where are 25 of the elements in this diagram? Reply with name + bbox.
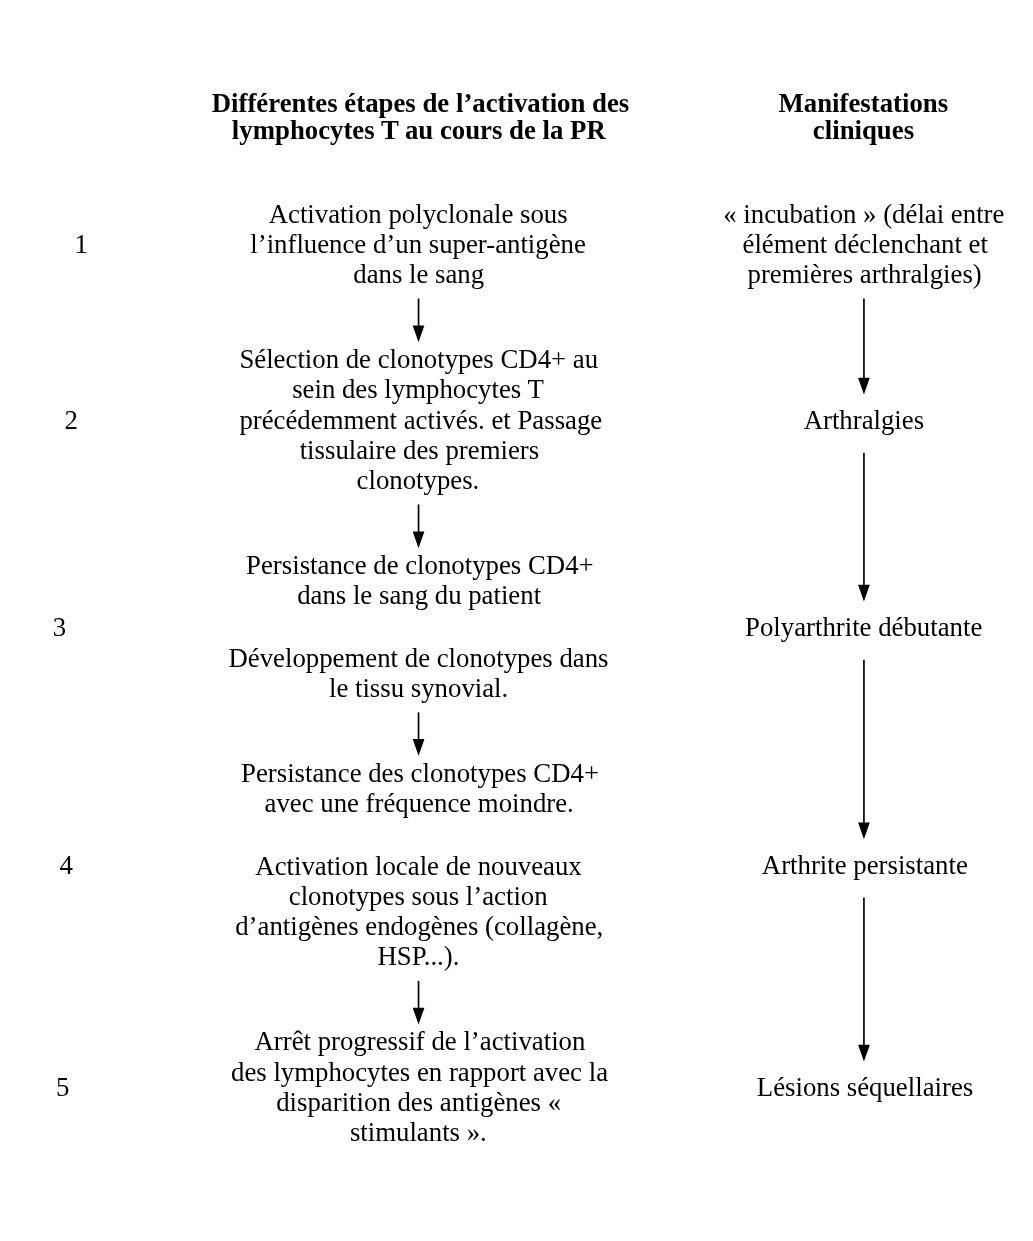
label: Différentes étapes de l’activation des lymphocytes T au cours de la PR <box>211 87 630 145</box>
arrow <box>412 711 425 756</box>
node-text: Arthrite persistante <box>761 849 968 880</box>
arrow <box>858 896 870 1062</box>
label: 1 <box>74 228 88 259</box>
arrow <box>412 297 425 342</box>
arrow <box>412 503 425 548</box>
node-text: Persistance de clonotypes CD4+ dans le sang du patient Développement de clonotypes dans le tissu synovial. <box>228 549 609 703</box>
arrow <box>858 451 870 601</box>
node-text: Polyarthrite débutante <box>745 611 983 642</box>
node-text: Sélection de clonotypes CD4+ au sein des lymphocytes T précédemment activés. et Passage tissulaire des premiers clonotypes. <box>239 343 603 495</box>
arrow <box>858 297 870 394</box>
node-text: Activation polyclonale sous l’influence d’un super-antigène dans le sang <box>250 198 586 289</box>
arrow <box>858 658 870 839</box>
node-text: « incubation » (délai entre élément déclenchant et premières arthralgies) <box>723 198 1005 289</box>
label: Manifestations cliniques <box>778 87 949 145</box>
label: 2 <box>64 404 78 435</box>
label: 5 <box>56 1071 70 1102</box>
node-text: Lésions séquellaires <box>756 1071 974 1102</box>
node-text: Arthralgies <box>803 404 925 435</box>
arrow <box>412 979 425 1025</box>
node-text: Persistance des clonotypes CD4+ avec une fréquence moindre. Activation locale de nouveaux clonotypes sous l’action d’antigènes endogènes (collagène, HSP...). <box>235 757 604 971</box>
label: 4 <box>59 849 73 880</box>
node-text: Arrêt progressif de l’activation des lymphocytes en rapport avec la disparition des antigènes « stimulants ». <box>231 1025 609 1147</box>
label: 3 <box>52 611 67 642</box>
